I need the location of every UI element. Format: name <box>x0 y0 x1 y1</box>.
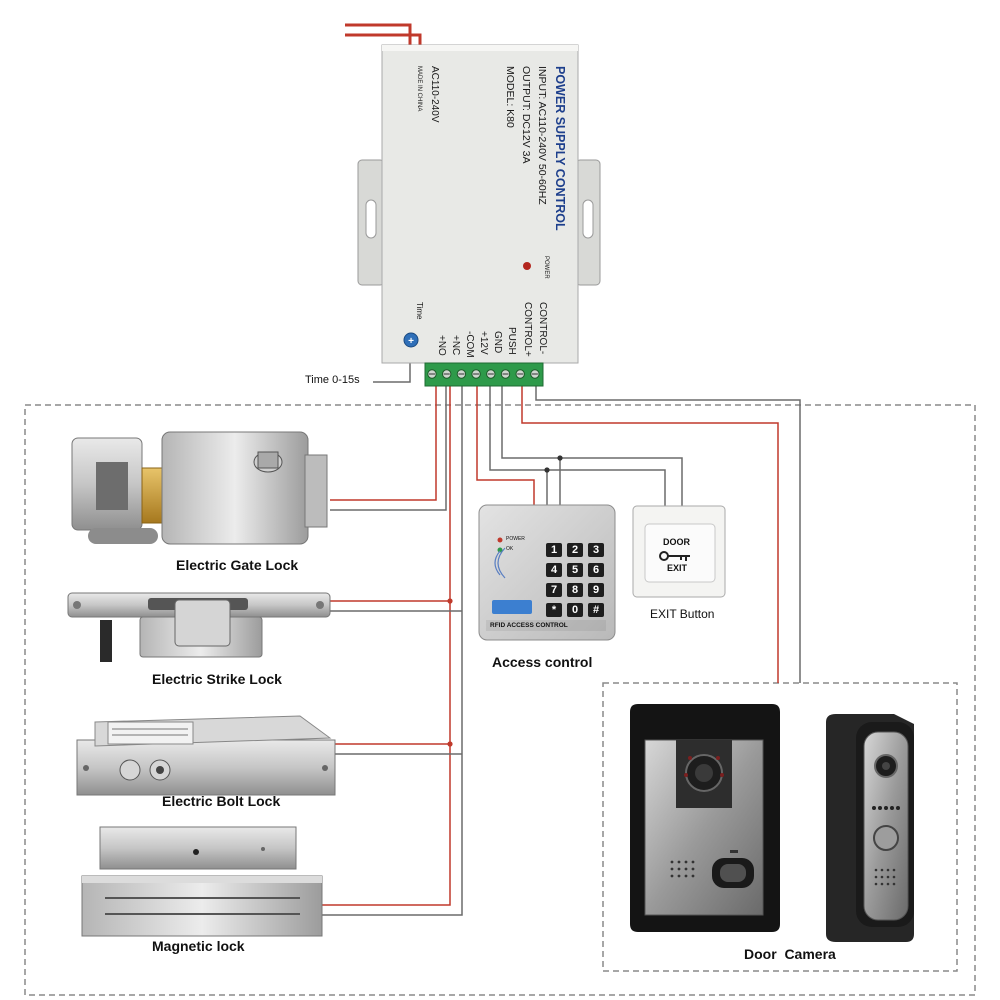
power-supply-unit: + <box>357 44 601 387</box>
keypad-key[interactable]: 4 <box>546 563 562 577</box>
side-camera-button[interactable] <box>873 825 899 851</box>
terminal-label-control-plus: CONTROL+ <box>522 302 533 357</box>
keypad-key[interactable]: 6 <box>588 563 604 577</box>
time-adjust-knob[interactable] <box>403 332 419 348</box>
keypad-key[interactable]: 8 <box>567 583 583 597</box>
psu-body <box>381 44 579 364</box>
power-led-label: POWER <box>543 256 549 279</box>
terminal-label-12v: +12V <box>478 331 489 355</box>
keypad-key[interactable]: 7 <box>546 583 562 597</box>
timer-note: Time 0-15s <box>305 374 360 386</box>
keypad-key[interactable]: 3 <box>588 543 604 557</box>
terminal-label-no: +NO <box>436 335 447 356</box>
wiring <box>322 362 801 916</box>
psu-output-spec: OUTPUT: DC12V 3A <box>520 66 532 164</box>
exit-button-plate <box>632 505 726 598</box>
time-label: Time <box>415 302 424 320</box>
psu-title: POWER SUPPLY CONTROL <box>553 66 567 231</box>
keypad-led-ok-label: OK <box>506 546 514 552</box>
label-door-camera: Door Camera <box>744 946 836 962</box>
magnetic-lock <box>81 826 323 937</box>
terminal-label-push: PUSH <box>506 327 517 355</box>
keypad-key[interactable]: 5 <box>567 563 583 577</box>
keypad-key[interactable]: 0 <box>567 603 583 617</box>
terminal-label-control-minus: CONTROL- <box>537 302 548 355</box>
junction-dots <box>447 455 563 747</box>
label-access-control: Access control <box>492 654 593 670</box>
label-electric-gate-lock: Electric Gate Lock <box>176 557 299 573</box>
keypad-brand: RFID ACCESS CONTROL <box>490 622 568 629</box>
psu-side-voltage: AC110-240V <box>429 66 440 123</box>
keypad-key[interactable]: 2 <box>567 543 583 557</box>
electric-gate-lock <box>71 431 328 545</box>
outer-dashed-frame <box>24 404 976 996</box>
terminal-label-com: -COM <box>464 331 475 358</box>
door-camera-side <box>826 714 914 942</box>
camera-dashed-frame <box>602 682 958 972</box>
psu-model: MODEL: K80 <box>504 66 516 128</box>
exit-plate-door-text: DOOR <box>663 537 690 547</box>
power-led <box>523 262 531 270</box>
keypad-led-power-label: POWER <box>506 536 525 542</box>
psu-input-spec: INPUT: AC110-240V 50-60HZ <box>536 66 548 205</box>
label-electric-bolt-lock: Electric Bolt Lock <box>162 793 281 809</box>
keypad-key[interactable]: 9 <box>588 583 604 597</box>
electric-strike-lock <box>67 592 331 662</box>
keypad-key[interactable]: * <box>546 603 562 617</box>
label-exit-button: EXIT Button <box>650 607 715 621</box>
door-camera-front <box>630 704 780 932</box>
exit-plate-exit-text: EXIT <box>667 563 688 573</box>
key-icon <box>659 551 690 561</box>
terminal-label-nc: +NC <box>450 335 461 356</box>
label-magnetic-lock: Magnetic lock <box>152 938 245 954</box>
keypad-key[interactable]: # <box>588 603 604 617</box>
keypad-key[interactable]: 1 <box>546 543 562 557</box>
terminal-label-gnd: GND <box>492 331 503 354</box>
terminal-block <box>424 362 544 387</box>
psu-made-in: MADE IN CHINA <box>416 66 422 112</box>
electric-bolt-lock <box>76 715 336 796</box>
label-electric-strike-lock: Electric Strike Lock <box>152 671 282 687</box>
svg-text:+: + <box>408 336 414 347</box>
